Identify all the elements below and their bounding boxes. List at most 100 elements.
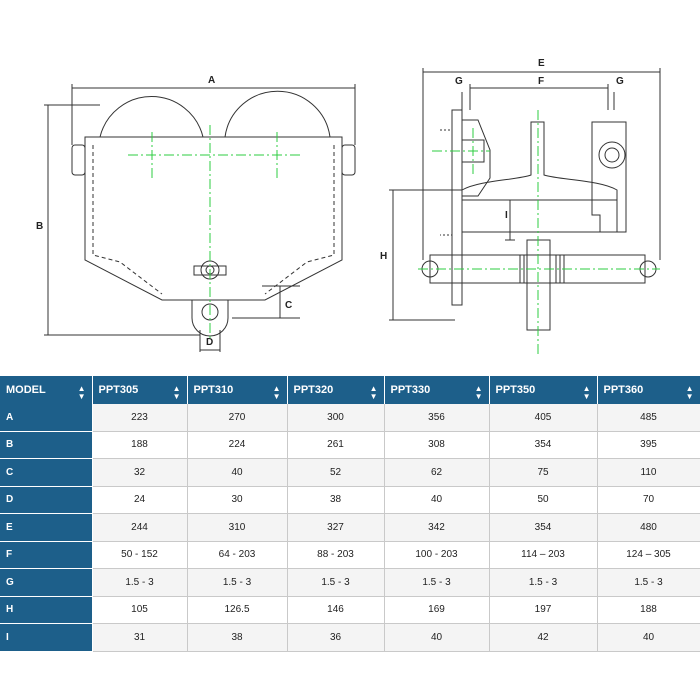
table-cell: 30 (187, 486, 288, 514)
sort-arrows-icon[interactable]: ▲▼ (77, 384, 86, 401)
table-cell: 327 (287, 513, 385, 542)
table-cell: 75 (489, 458, 598, 487)
table-cell: 405 (489, 404, 598, 432)
sort-arrows-icon[interactable]: ▲▼ (685, 384, 694, 401)
front-wheel-left (99, 96, 204, 138)
table-cell: 1.5 - 3 (187, 568, 288, 597)
table-cell: 88 - 203 (287, 541, 385, 569)
dim-D-line (199, 330, 221, 352)
shackle-collar (193, 265, 227, 276)
table-cell: 224 (187, 431, 288, 459)
sort-arrows-icon[interactable]: ▲▼ (474, 384, 483, 401)
table-header-row: MODEL▲▼ PPT305▲▼ PPT310▲▼ PPT320▲▼ PPT33… (0, 376, 700, 404)
table-cell: 188 (597, 596, 700, 624)
col-header-ppt305[interactable]: PPT305▲▼ (92, 376, 188, 404)
table-cell: 308 (384, 431, 490, 459)
dim-C-line (232, 285, 300, 319)
col-header-ppt330[interactable]: PPT330▲▼ (384, 376, 490, 404)
label-C: C (285, 300, 292, 311)
table-cell: 52 (287, 458, 385, 487)
row-label: A (0, 404, 93, 432)
col-header-ppt310[interactable]: PPT310▲▼ (187, 376, 288, 404)
side-right-wheel (598, 141, 626, 169)
sort-arrows-icon[interactable]: ▲▼ (582, 384, 591, 401)
table-cell: 62 (384, 458, 490, 487)
label-B: B (36, 221, 43, 232)
table-cell: 485 (597, 404, 700, 432)
label-D: D (206, 337, 213, 348)
front-wheel-right (224, 90, 331, 138)
dim-H-line (389, 189, 462, 321)
table-cell: 38 (287, 486, 385, 514)
spec-table: MODEL▲▼ PPT305▲▼ PPT310▲▼ PPT320▲▼ PPT33… (0, 376, 700, 652)
table-cell: 169 (384, 596, 490, 624)
table-cell: 50 - 152 (92, 541, 188, 569)
table-cell: 100 - 203 (384, 541, 490, 569)
side-plate-inner (92, 145, 335, 295)
sort-arrows-icon[interactable]: ▲▼ (369, 384, 378, 401)
table-cell: 1.5 - 3 (489, 568, 598, 597)
col-header-ppt320[interactable]: PPT320▲▼ (287, 376, 385, 404)
table-cell: 146 (287, 596, 385, 624)
table-cell: 356 (384, 404, 490, 432)
table-cell: 36 (287, 623, 385, 652)
sort-arrows-icon[interactable]: ▲▼ (272, 384, 281, 401)
dim-I-line (505, 199, 515, 241)
table-cell: 310 (187, 513, 288, 542)
table-cell: 40 (384, 486, 490, 514)
table-cell: 40 (187, 458, 288, 487)
table-cell: 110 (597, 458, 700, 487)
table-cell: 114 – 203 (489, 541, 598, 569)
col-header-ppt360[interactable]: PPT360▲▼ (597, 376, 700, 404)
table-cell: 197 (489, 596, 598, 624)
table-cell: 342 (384, 513, 490, 542)
side-left-hub (461, 139, 485, 163)
i-beam (461, 121, 618, 201)
table-cell: 300 (287, 404, 385, 432)
table-cell: 1.5 - 3 (384, 568, 490, 597)
row-label: B (0, 431, 93, 459)
technical-drawing: A B C D E F G G H I (36, 58, 661, 355)
table-cell: 24 (92, 486, 188, 514)
label-H: H (380, 251, 387, 262)
table-cell: 70 (597, 486, 700, 514)
table-cell: 244 (92, 513, 188, 542)
table-cell: 126.5 (187, 596, 288, 624)
row-label: G (0, 568, 93, 597)
col-header-model[interactable]: MODEL▲▼ (0, 376, 93, 404)
table-cell: 105 (92, 596, 188, 624)
table-cell: 223 (92, 404, 188, 432)
label-A: A (208, 75, 215, 86)
centerlines (128, 110, 660, 355)
table-cell: 32 (92, 458, 188, 487)
side-view (389, 68, 661, 331)
front-view (44, 84, 356, 352)
table-cell: 38 (187, 623, 288, 652)
table-cell: 354 (489, 513, 598, 542)
row-label: H (0, 596, 93, 624)
row-label: F (0, 541, 93, 569)
dim-E-line (422, 68, 661, 260)
side-lower-body (461, 200, 618, 233)
side-left-plate (451, 109, 463, 306)
table-cell: 64 - 203 (187, 541, 288, 569)
col-header-ppt350[interactable]: PPT350▲▼ (489, 376, 598, 404)
table-cell: 480 (597, 513, 700, 542)
side-left-hatch (440, 129, 453, 236)
label-G-left: G (455, 76, 463, 87)
row-label: I (0, 623, 93, 652)
dim-A-line (71, 84, 356, 145)
table-cell: 40 (384, 623, 490, 652)
label-G-right: G (616, 76, 624, 87)
row-label: E (0, 513, 93, 542)
table-cell: 354 (489, 431, 598, 459)
table-cell: 188 (92, 431, 188, 459)
sort-arrows-icon[interactable]: ▲▼ (172, 384, 181, 401)
dim-F-line (469, 84, 609, 110)
